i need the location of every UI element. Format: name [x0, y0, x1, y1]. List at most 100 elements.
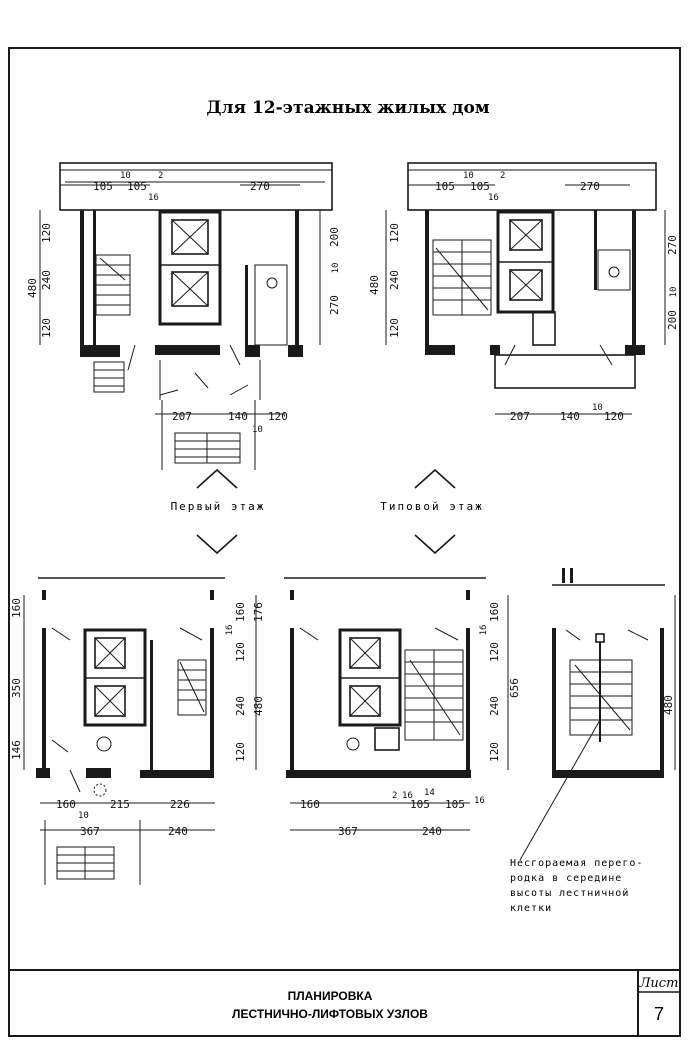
dim-label: 160 — [488, 602, 501, 622]
dim-label: 240 — [234, 696, 247, 716]
stamp-title-line2: ЛЕСТНИЧНО-ЛИФТОВЫХ УЗЛОВ — [232, 1007, 428, 1021]
dim-label: 367 — [80, 825, 100, 838]
outer-wall-top — [59, 162, 333, 211]
dim-label: 16 — [479, 625, 489, 636]
lift-cabin — [171, 271, 209, 307]
dim-label: 160 — [56, 798, 76, 811]
wc-fixture — [346, 737, 360, 751]
dim-label: 120 — [234, 642, 247, 662]
dim-label: 480 — [252, 696, 265, 716]
note-fire-partition: Несгораемая перего- родка в середине выс… — [510, 858, 643, 914]
dim-label: 105 — [410, 798, 430, 811]
dim-label: 270 — [580, 180, 600, 193]
dim-label: 120 — [268, 410, 288, 423]
dim-label: 105 — [93, 180, 113, 193]
dim-label: 105 — [445, 798, 465, 811]
entry-steps — [93, 361, 125, 393]
sheet-label: Лист — [639, 976, 679, 991]
dim-label: 176 — [252, 602, 265, 622]
dim-label: 16 — [474, 796, 485, 806]
lift-cabin — [94, 637, 126, 669]
lift-shafts — [83, 628, 147, 727]
dim-label: 105 — [435, 180, 455, 193]
dim-label: 10 — [463, 171, 474, 181]
dim-label: 120 — [604, 410, 624, 423]
arrow-down-icon — [414, 534, 456, 555]
page-title: Для 12-этажных жилых дом — [206, 98, 489, 118]
dim-label: 207 — [172, 410, 192, 423]
dim-label: 240 — [422, 825, 442, 838]
dim-label: 120 — [388, 223, 401, 243]
dim-label: 10 — [78, 811, 89, 821]
dim-label: 270 — [328, 295, 341, 315]
dim-label: 480 — [368, 275, 381, 295]
lift-cabin — [94, 685, 126, 717]
svg-text:высоты лестничной: высоты лестничной — [510, 887, 629, 899]
dim-label: 480 — [662, 695, 675, 715]
dim-label: 200 — [666, 310, 679, 330]
stair-flight — [432, 239, 492, 316]
dim-label: 120 — [488, 742, 501, 762]
dim-label: 2 — [500, 171, 505, 181]
dim-label: 240 — [488, 696, 501, 716]
arrow-down-icon — [196, 534, 238, 555]
stair-flight — [569, 659, 633, 736]
dim-label: 160 — [234, 602, 247, 622]
caption-first-floor: Первый этаж — [171, 500, 266, 513]
dim-label: 105 — [127, 180, 147, 193]
dim-label: 120 — [234, 742, 247, 762]
caption-typical-floor-group: Типовой этаж — [380, 468, 483, 555]
dim-label: 105 — [470, 180, 490, 193]
dim-label: 10 — [331, 263, 341, 274]
garbage-chute — [532, 311, 556, 346]
dim-label: 146 — [10, 740, 23, 760]
dim-label: 10 — [252, 425, 263, 435]
dim-label: 14 — [424, 788, 435, 798]
stamp-title-line1: ПЛАНИРОВКА — [288, 989, 373, 1003]
dim-label: 140 — [228, 410, 248, 423]
svg-text:Несгораемая перего-: Несгораемая перего- — [510, 858, 643, 869]
svg-text:клетки: клетки — [510, 903, 552, 914]
dim-label: 240 — [40, 270, 53, 290]
leader-line — [519, 719, 601, 861]
dim-label: 270 — [666, 235, 679, 255]
arrow-up-icon — [414, 468, 456, 489]
dim-label: 120 — [40, 318, 53, 338]
dim-label: 10 — [592, 403, 603, 413]
lift-shafts — [158, 210, 222, 326]
room-wc — [254, 264, 288, 346]
stair-flight — [177, 659, 207, 716]
dim-label: 207 — [510, 410, 530, 423]
caption-typical-floor: Типовой этаж — [380, 500, 483, 513]
plan-typical-floor: 10 105 105 2 16 270 480 120 240 120 270 … — [368, 162, 679, 423]
dim-label: 10 — [120, 171, 131, 181]
dim-label: 240 — [388, 270, 401, 290]
fire-partition — [595, 633, 605, 643]
dim-label: 120 — [40, 223, 53, 243]
garbage-chute — [374, 727, 400, 751]
room-wc — [597, 249, 631, 291]
dim-label: 16 — [488, 193, 499, 203]
lift-shafts — [338, 628, 402, 727]
lift-cabin — [171, 219, 209, 255]
plan-variant-left: 160 350 146 160 16 176 120 240 480 120 1… — [10, 577, 265, 885]
dim-label: 200 — [328, 227, 341, 247]
dim-label: 2 — [158, 171, 163, 181]
dim-label: 10 — [669, 287, 679, 298]
outer-wall-top — [407, 162, 657, 211]
plan-stair-cell: 480 — [519, 568, 676, 861]
balcony-tiled — [494, 354, 636, 389]
dim-label: 16 — [402, 791, 413, 801]
plan-variant-middle: 160 16 120 656 240 120 160 2 16 14 105 1… — [284, 577, 521, 838]
dim-label: 240 — [168, 825, 188, 838]
sheet-border — [8, 47, 681, 1037]
lift-cabin — [349, 637, 381, 669]
dim-label: 2 — [392, 791, 397, 801]
dim-label: 160 — [10, 598, 23, 618]
dim-label: 16 — [148, 193, 159, 203]
dim-label: 367 — [338, 825, 358, 838]
dim-label: 160 — [300, 798, 320, 811]
dim-label: 16 — [225, 625, 235, 636]
dim-label: 480 — [26, 278, 39, 298]
dim-label: 140 — [560, 410, 580, 423]
